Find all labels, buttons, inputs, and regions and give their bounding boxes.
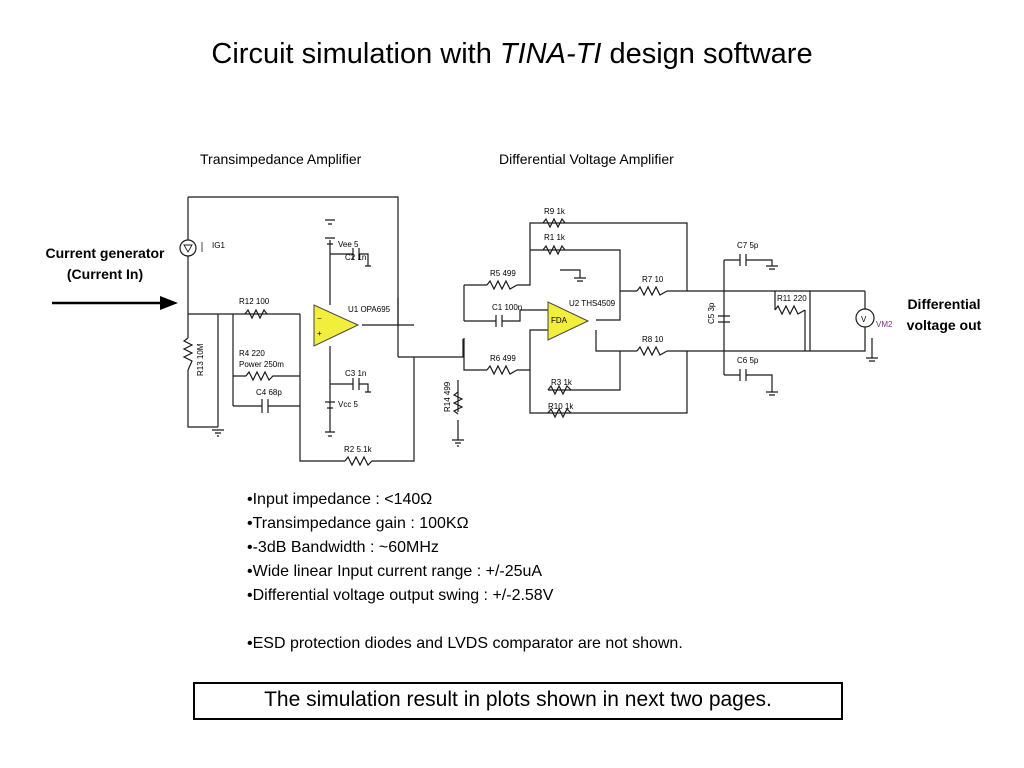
resistor-r6-icon	[486, 364, 518, 376]
u1-plus-sign: +	[317, 329, 322, 338]
input-label-line1: Current generator	[45, 245, 165, 261]
label-r8: R8 10	[642, 335, 664, 344]
capacitor-c5-icon	[718, 315, 730, 323]
resistor-r7-icon	[636, 285, 668, 297]
capacitor-c2-icon	[345, 248, 371, 267]
label-r10: R10 1k	[548, 402, 574, 411]
label-fda: FDA	[551, 316, 568, 325]
label-r14: R14 499	[443, 381, 452, 412]
label-vm2: VM2	[876, 320, 893, 329]
transimpedance-section-label: Transimpedance Amplifier	[200, 151, 362, 167]
label-vee: Vee 5	[338, 240, 359, 249]
fda-u2-icon	[547, 301, 590, 341]
label-r7: R7 10	[642, 275, 664, 284]
capacitor-c6-icon	[724, 369, 763, 381]
resistor-r13-icon	[182, 337, 194, 371]
spec-item: •Transimpedance gain : 100KΩ	[247, 515, 469, 532]
voltmeter-symbol: V	[861, 315, 867, 324]
label-r3: R3 1k	[551, 378, 573, 387]
label-r13: R13 10M	[196, 343, 205, 376]
title-prefix: Circuit simulation with	[211, 38, 500, 70]
input-label: Current generator (Current In)	[22, 243, 188, 285]
opamp-u1-icon	[313, 304, 360, 347]
slide-title: Circuit simulation with TINA-TI design s…	[0, 38, 1024, 71]
vee-supply-icon	[325, 219, 335, 245]
capacitor-c4-icon	[250, 399, 282, 413]
label-r1: R1 1k	[544, 233, 566, 242]
resistor-r11-icon	[774, 304, 806, 316]
label-ig1: IG1	[212, 241, 225, 250]
label-r4-power: Power 250m	[239, 360, 284, 369]
spec-item: •Differential voltage output swing : +/-…	[247, 587, 554, 604]
spec-item: •-3dB Bandwidth : ~60MHz	[247, 539, 439, 556]
label-c5: C5 3p	[707, 302, 716, 324]
resistor-r10-icon	[547, 407, 572, 419]
output-label: Differential voltage out	[893, 294, 995, 336]
resistor-r1-icon	[542, 244, 566, 256]
label-c3: C3 1n	[345, 369, 366, 378]
label-r12: R12 100	[239, 297, 270, 306]
resistor-r8-icon	[636, 345, 668, 357]
label-c4: C4 68p	[256, 388, 282, 397]
label-r11: R11 220	[777, 294, 807, 303]
vcc-supply-icon	[325, 401, 335, 437]
differential-section-label: Differential Voltage Amplifier	[499, 151, 674, 167]
input-arrow-icon	[52, 296, 178, 310]
spec-item: •Wide linear Input current range : +/-25…	[247, 563, 543, 580]
capacitor-c7-icon	[724, 254, 763, 266]
capacitor-c3-icon	[345, 378, 371, 393]
label-r5: R5 499	[490, 269, 516, 278]
resistor-r4-icon	[245, 370, 282, 382]
spec-list: •Input impedance : <140Ω •Transimpedance…	[247, 488, 683, 656]
next-pages-note: The simulation result in plots shown in …	[193, 682, 843, 720]
label-c1: C1 100n	[492, 303, 522, 312]
resistor-r14-icon	[452, 391, 464, 415]
output-label-line1: Differential	[907, 296, 981, 312]
label-u2: U2 THS4509	[569, 299, 616, 308]
label-r2: R2 5.1k	[344, 445, 373, 454]
resistor-r2-icon	[344, 455, 375, 467]
label-r6: R6 499	[490, 354, 516, 363]
title-suffix: design software	[601, 38, 813, 70]
label-c7: C7 5p	[737, 241, 759, 250]
capacitor-c1-icon	[487, 315, 508, 327]
label-vcc: Vcc 5	[338, 400, 359, 409]
resistor-r9-icon	[542, 217, 566, 229]
input-label-line2: (Current In)	[66, 266, 144, 282]
resistor-r3-icon	[547, 384, 572, 396]
u1-minus-sign: −	[317, 314, 322, 323]
label-c6: C6 5p	[737, 356, 759, 365]
resistor-r12-icon	[244, 308, 268, 320]
label-r9: R9 1k	[544, 207, 566, 216]
title-software-name: TINA-TI	[499, 38, 602, 70]
label-r4-value: R4 220	[239, 349, 265, 358]
spec-item: •Input impedance : <140Ω	[247, 491, 433, 508]
label-u1: U1 OPA695	[348, 305, 391, 314]
current-source-icon	[179, 239, 197, 257]
output-label-line2: voltage out	[906, 317, 982, 333]
resistor-r5-icon	[486, 279, 518, 291]
label-c2: C2 1n	[345, 253, 366, 262]
spec-spacer	[247, 608, 683, 632]
spec-note-item: •ESD protection diodes and LVDS comparat…	[247, 635, 683, 652]
